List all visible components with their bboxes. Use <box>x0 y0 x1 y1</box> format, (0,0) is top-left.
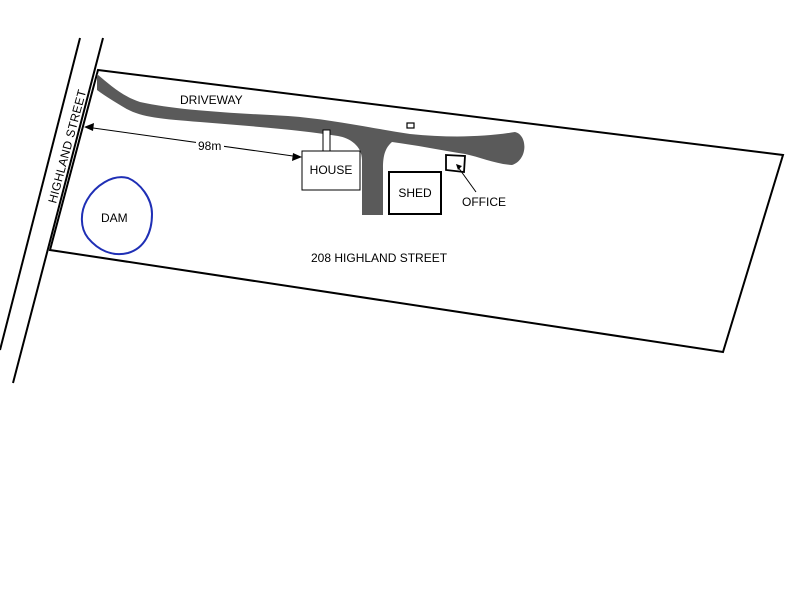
street-edge-right <box>12 37 104 384</box>
dam-label: DAM <box>101 211 128 225</box>
house-path <box>322 129 331 153</box>
office-label: OFFICE <box>462 195 506 209</box>
street-edge-left <box>0 37 81 351</box>
house-outline <box>301 150 361 191</box>
office: OFFICE <box>445 154 506 209</box>
office-outline <box>445 154 466 173</box>
dimension-label-bg <box>196 138 224 152</box>
driveway: DRIVEWAY <box>97 74 525 215</box>
distance-dimension: 98m <box>84 123 302 161</box>
dimension-line <box>85 126 301 158</box>
office-pointer <box>457 166 477 193</box>
dam-outline <box>80 176 154 256</box>
distance-label: 98m <box>198 139 221 153</box>
driveway-main <box>97 74 525 215</box>
shed-label: SHED <box>398 186 432 200</box>
house: HOUSE <box>301 150 361 191</box>
highland-street: HIGHLAND STREET <box>0 37 104 384</box>
property-boundary <box>48 68 785 354</box>
house-label: HOUSE <box>310 163 353 177</box>
arrowhead-right-icon <box>292 153 302 161</box>
dam: DAM <box>80 176 154 256</box>
office-arrow-icon <box>456 164 462 170</box>
driveway-marker <box>406 122 415 129</box>
address-label: 208 HIGHLAND STREET <box>311 251 448 265</box>
shed-outline <box>388 171 442 215</box>
shed: SHED <box>388 171 442 215</box>
arrowhead-left-icon <box>84 123 94 131</box>
driveway-label: DRIVEWAY <box>180 93 243 107</box>
